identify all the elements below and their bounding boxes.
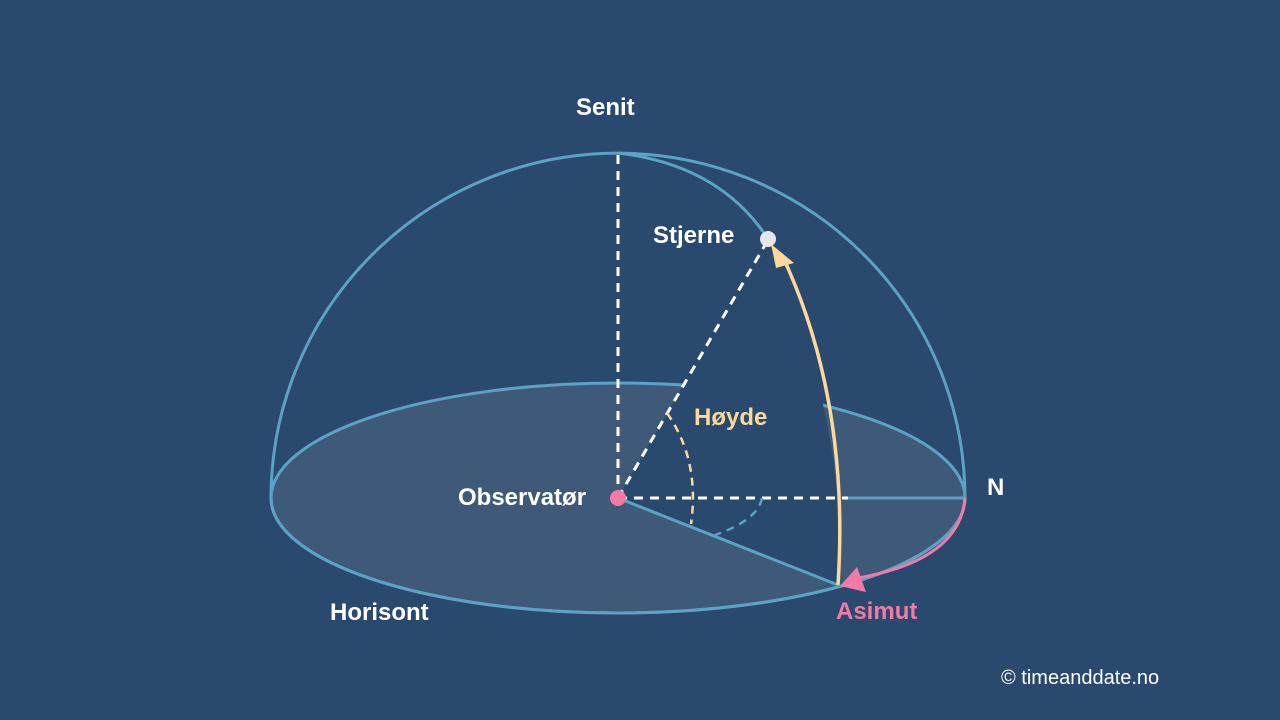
horizon-outline-front (269, 497, 967, 615)
altitude-label: Høyde (694, 404, 768, 431)
azimuth-angle-arc (714, 497, 764, 537)
credit-text: © timeanddate.no (1001, 667, 1160, 689)
zenith-star-arc (617, 151, 770, 240)
altitude-arc (780, 254, 842, 586)
star-dashed-line (616, 244, 767, 499)
altitude-arrowhead (771, 244, 794, 268)
star-dot (760, 231, 776, 247)
zenith-label: Senit (576, 94, 635, 121)
altitude-angle-arc (665, 412, 695, 525)
horizon-label: Horisont (330, 599, 429, 626)
azimuth-label: Asimut (836, 598, 918, 625)
observer-label: Observatør (458, 484, 587, 511)
observer-azimuth-line (617, 496, 839, 587)
star-label: Stjerne (653, 222, 735, 249)
azimuth-arc (857, 497, 967, 580)
north-label: N (987, 474, 1005, 501)
observer-dot (610, 490, 626, 506)
azimuth-arrowhead (840, 567, 866, 592)
